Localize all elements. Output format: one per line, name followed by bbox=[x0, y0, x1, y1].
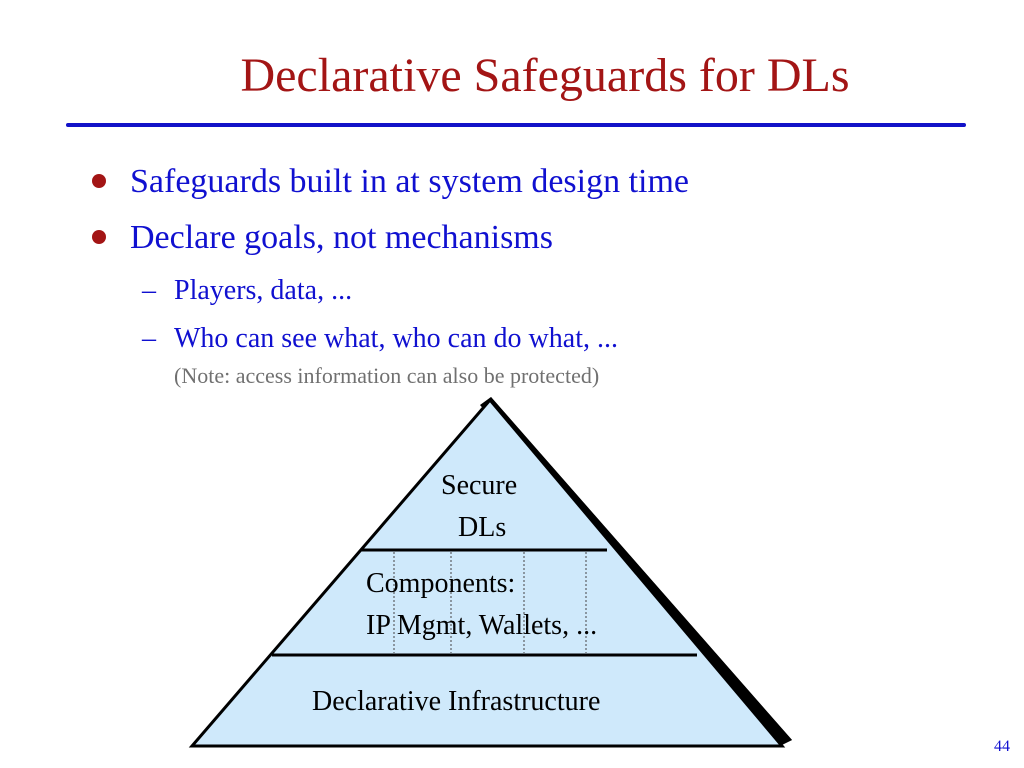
access-note: (Note: access information can also be pr… bbox=[174, 363, 600, 388]
dash-marker: – bbox=[142, 275, 156, 306]
title-divider bbox=[66, 123, 966, 127]
bullet-text-2: Declare goals, not mechanisms bbox=[130, 219, 553, 256]
pyramid-body bbox=[188, 397, 786, 748]
bullet-text-1: Safeguards built in at system design tim… bbox=[130, 163, 690, 200]
bullet-item-1: Safeguards built in at system design tim… bbox=[92, 162, 689, 202]
sub-bullet-text-2: Who can see what, who can do what, ... bbox=[174, 323, 618, 354]
dash-marker: – bbox=[142, 323, 156, 354]
pyramid-bottom-label: Declarative Infrastructure bbox=[312, 686, 601, 717]
bullet-dot bbox=[92, 230, 106, 245]
pyramid-top-label-line1: Secure bbox=[441, 470, 518, 501]
pyramid-middle-label-line1: Components: bbox=[366, 568, 516, 599]
sub-bullet-item-1: –Players, data, ... bbox=[142, 274, 352, 308]
slide-title: Declarative Safeguards for DLs bbox=[240, 49, 850, 102]
pyramid-middle-label-line2: IP Mgmt, Wallets, ... bbox=[366, 610, 598, 641]
sub-bullet-text-1: Players, data, ... bbox=[174, 275, 353, 306]
page-number: 44 bbox=[994, 738, 1010, 755]
pyramid-top-label-line2: DLs bbox=[458, 512, 507, 543]
bullet-item-2: Declare goals, not mechanisms bbox=[92, 218, 553, 258]
pyramid-shadow bbox=[488, 397, 792, 746]
sub-bullet-item-2: –Who can see what, who can do what, ... bbox=[142, 322, 618, 356]
bullet-dot bbox=[92, 174, 106, 189]
